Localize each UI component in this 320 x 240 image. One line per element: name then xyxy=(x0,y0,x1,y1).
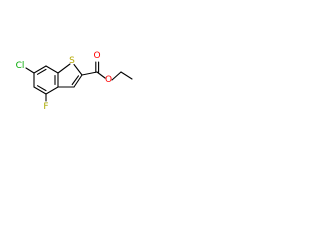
double-bond-c4-c5 xyxy=(36,85,47,92)
bond-c3a-c4 xyxy=(45,86,59,95)
bond-s-c2 xyxy=(73,63,83,76)
bond-c2-carbonyl xyxy=(81,71,98,76)
atom-s: S xyxy=(69,56,75,66)
bond-c7a-s xyxy=(57,63,71,74)
atom-f: F xyxy=(43,102,48,112)
atom-o-carbonyl: O xyxy=(93,51,100,61)
bond-c6-cl xyxy=(25,67,35,74)
bond-c2-c3 xyxy=(73,74,83,88)
double-bond-c2-c3 xyxy=(71,75,80,86)
chemical-structure: Cl F S O O xyxy=(16,51,133,112)
thiophene-ring xyxy=(57,63,83,88)
atom-o-ester: O xyxy=(105,75,112,85)
bond-o-ch2 xyxy=(111,71,122,81)
atom-cl: Cl xyxy=(16,61,25,71)
benzene-ring xyxy=(33,65,59,95)
bond-ch2-ch3 xyxy=(120,71,133,80)
bond-c4-c5 xyxy=(33,86,47,95)
bond-c6-c7 xyxy=(33,65,47,74)
double-bond-c6-c7 xyxy=(36,68,47,75)
bond-carbonyl-o-ester xyxy=(96,71,106,79)
ester-group xyxy=(81,61,133,81)
bond-c7-c7a xyxy=(45,65,59,74)
